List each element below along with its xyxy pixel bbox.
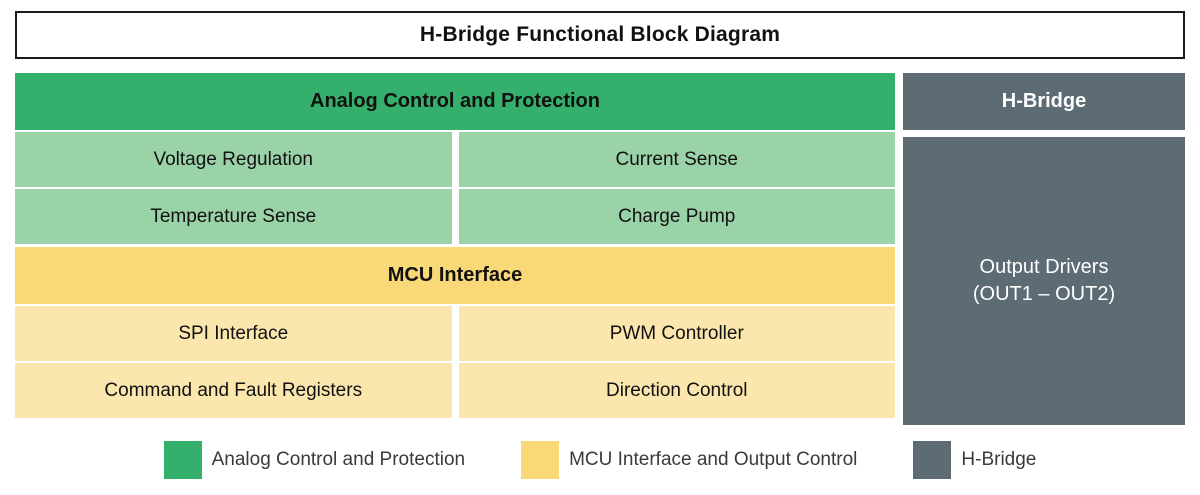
- block-analog-control-and-protection: Analog Control and Protection: [15, 73, 895, 130]
- diagram-body: Analog Control and Protection Voltage Re…: [15, 73, 1185, 425]
- right-column: H-Bridge Output Drivers (OUT1 – OUT2): [903, 73, 1185, 425]
- block-direction-control: Direction Control: [458, 363, 895, 418]
- diagram-title-box: H-Bridge Functional Block Diagram: [15, 11, 1185, 59]
- legend-swatch-green: [163, 441, 202, 479]
- block-voltage-regulation: Voltage Regulation: [15, 132, 452, 187]
- output-drivers-line-2: (OUT1 – OUT2): [972, 283, 1116, 305]
- block-current-sense: Current Sense: [458, 132, 895, 187]
- block-pwm-controller: PWM Controller: [458, 306, 895, 361]
- block-label: PWM Controller: [609, 322, 744, 344]
- block-label: Command and Fault Registers: [104, 379, 363, 401]
- block-charge-pump: Charge Pump: [458, 189, 895, 244]
- legend-label: H-Bridge: [961, 449, 1037, 470]
- mcu-header-label: MCU Interface: [387, 264, 523, 286]
- legend-swatch-gray: [913, 441, 952, 479]
- block-output-drivers: Output Drivers (OUT1 – OUT2): [903, 137, 1185, 425]
- block-temperature-sense: Temperature Sense: [15, 189, 452, 244]
- analog-header-label: Analog Control and Protection: [310, 90, 600, 112]
- legend-label: MCU Interface and Output Control: [569, 449, 858, 470]
- block-label: SPI Interface: [178, 322, 289, 344]
- block-label: Voltage Regulation: [153, 148, 313, 170]
- block-label: Current Sense: [615, 148, 738, 170]
- h-bridge-header-label: H-Bridge: [1001, 90, 1087, 112]
- legend-item-analog-control-and-protection: Analog Control and Protection: [163, 441, 466, 479]
- block-mcu-interface: MCU Interface: [15, 247, 895, 304]
- block-label: Temperature Sense: [150, 205, 317, 227]
- legend-item-h-bridge: H-Bridge: [913, 441, 1036, 479]
- page-title: H-Bridge Functional Block Diagram: [419, 23, 781, 46]
- legend-swatch-yellow: [521, 441, 560, 479]
- block-command-and-fault-registers: Command and Fault Registers: [15, 363, 452, 418]
- legend: Analog Control and Protection MCU Interf…: [15, 437, 1185, 483]
- block-label: Charge Pump: [618, 205, 736, 227]
- output-drivers-line-1: Output Drivers: [979, 256, 1109, 278]
- left-column: Analog Control and Protection Voltage Re…: [15, 73, 895, 425]
- mcu-sub-row-1: SPI Interface PWM Controller: [15, 306, 895, 361]
- block-h-bridge-header: H-Bridge: [903, 73, 1185, 130]
- block-spi-interface: SPI Interface: [15, 306, 452, 361]
- analog-sub-row-1: Voltage Regulation Current Sense: [15, 132, 895, 187]
- output-drivers-text: Output Drivers (OUT1 – OUT2): [973, 254, 1115, 308]
- mcu-sub-row-2: Command and Fault Registers Direction Co…: [15, 363, 895, 418]
- analog-sub-row-2: Temperature Sense Charge Pump: [15, 189, 895, 244]
- legend-item-mcu-interface-and-output-control: MCU Interface and Output Control: [521, 441, 857, 479]
- legend-label: Analog Control and Protection: [211, 449, 466, 470]
- block-label: Direction Control: [606, 379, 748, 401]
